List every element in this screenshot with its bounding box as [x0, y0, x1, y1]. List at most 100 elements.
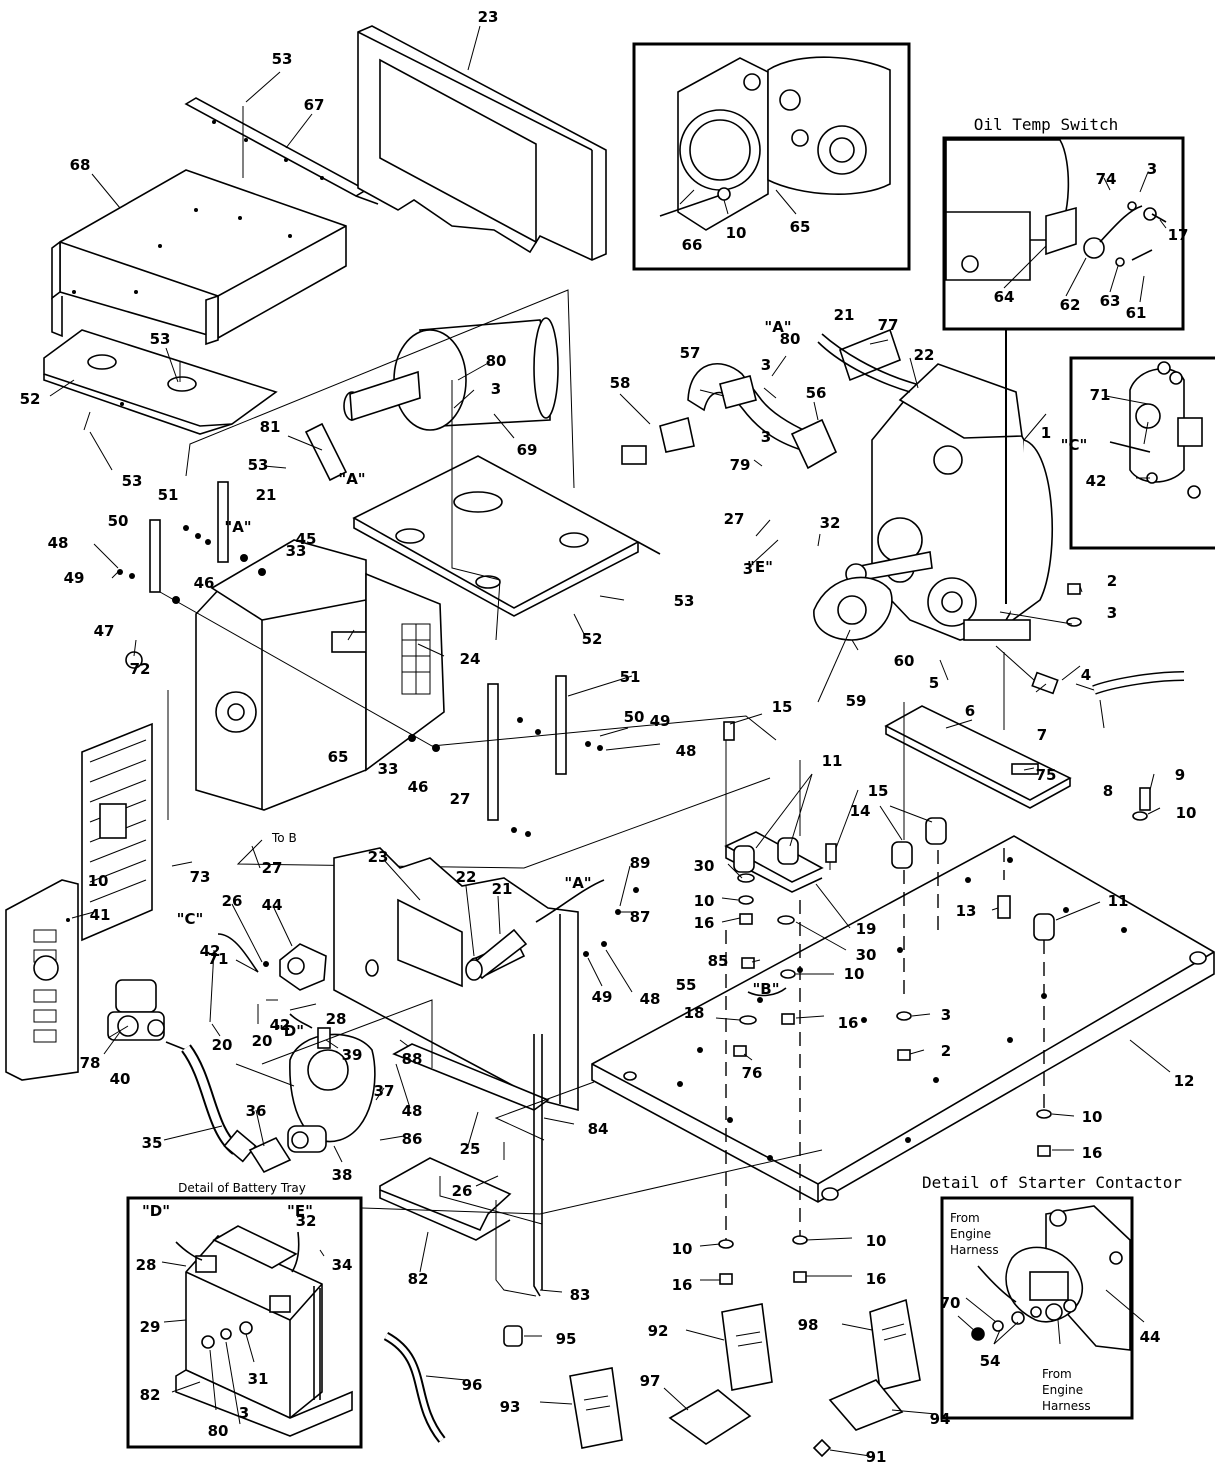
- callout-c6: 6: [965, 702, 975, 720]
- callout-c3a: 3: [491, 380, 501, 398]
- callout-c76: 76: [742, 1064, 763, 1082]
- ref-label-A3: "A": [224, 518, 251, 536]
- callout-c3h: 3: [239, 1404, 249, 1422]
- callout-c55: 55: [676, 976, 697, 994]
- callout-c49c: 49: [592, 988, 613, 1006]
- ref-label-toB: To B: [271, 831, 297, 845]
- alternator-assembly: [195, 539, 445, 811]
- fan-guard: [81, 722, 153, 942]
- callout-c67: 67: [304, 96, 325, 114]
- callout-c26a: 26: [222, 892, 243, 910]
- detail-box-starter-contactor: [940, 1196, 1134, 1420]
- from-engine-label-1b: Engine: [950, 1227, 991, 1241]
- callout-c8: 8: [1103, 782, 1113, 800]
- callout-c42c: 42: [270, 1016, 291, 1034]
- callout-c30b: 30: [856, 946, 877, 964]
- callout-c10h: 10: [866, 1232, 887, 1250]
- callout-c48d: 48: [402, 1102, 423, 1120]
- bracket-right-a: [555, 675, 567, 775]
- callout-c20b: 20: [252, 1032, 273, 1050]
- callout-c72: 72: [130, 660, 151, 678]
- callout-c35: 35: [142, 1134, 163, 1152]
- callout-c51a: 51: [158, 486, 179, 504]
- callout-c13: 13: [956, 902, 977, 920]
- callout-c53e: 53: [674, 592, 695, 610]
- callout-c7: 7: [1037, 726, 1047, 744]
- callout-c28a: 28: [326, 1010, 347, 1028]
- callout-c87: 87: [630, 908, 651, 926]
- callout-c37: 37: [374, 1082, 395, 1100]
- callout-c53c: 53: [122, 472, 143, 490]
- callout-c12: 12: [1174, 1072, 1195, 1090]
- hardware-column: [718, 583, 1151, 1285]
- callout-c2a: 2: [1107, 572, 1117, 590]
- callout-c46b: 46: [408, 778, 429, 796]
- callout-c74: 74: [1096, 170, 1117, 188]
- part-91: [812, 1438, 832, 1458]
- callout-c3b: 3: [761, 356, 771, 374]
- callout-c71b: 71: [208, 950, 229, 968]
- callout-c27c: 27: [724, 510, 745, 528]
- hardware-left: [117, 525, 603, 837]
- callout-c52a: 52: [20, 390, 41, 408]
- callout-c82a: 82: [408, 1270, 429, 1288]
- callout-c18: 18: [684, 1004, 705, 1022]
- fitting-95: [503, 1325, 523, 1347]
- callout-c42b: 42: [200, 942, 221, 960]
- callout-c26b: 26: [452, 1182, 473, 1200]
- callout-c71a: 71: [1090, 386, 1111, 404]
- callout-c5: 5: [929, 674, 939, 692]
- callout-c20a: 20: [212, 1036, 233, 1054]
- callout-c70: 70: [940, 1294, 961, 1312]
- callout-c52b: 52: [582, 630, 603, 648]
- callout-c58: 58: [610, 374, 631, 392]
- callout-c73: 73: [190, 868, 211, 886]
- callout-c82b: 82: [140, 1386, 161, 1404]
- callout-c14: 14: [850, 802, 871, 820]
- base-plate-left: [43, 329, 278, 435]
- callout-c17: 17: [1168, 226, 1189, 244]
- callout-c21a: 21: [256, 486, 277, 504]
- callout-c81: 81: [260, 418, 281, 436]
- callout-c45: 45: [296, 530, 317, 548]
- callout-c92: 92: [648, 1322, 669, 1340]
- fuel-solenoid-detail-drawing: [1109, 361, 1203, 499]
- detail-box-adapter: [632, 42, 911, 271]
- rear-panel-top: [357, 25, 607, 261]
- bracket-left-b: [217, 481, 229, 563]
- vibration-mounts: [733, 817, 1055, 941]
- callout-c57: 57: [680, 344, 701, 362]
- callout-c32a: 32: [820, 514, 841, 532]
- callout-c10e: 10: [844, 965, 865, 983]
- muffler-tray: [352, 455, 661, 617]
- parts-bag-94: [828, 1379, 904, 1431]
- callout-c50b: 50: [624, 708, 645, 726]
- ref-label-E2: "E": [287, 1202, 313, 1220]
- callout-c48a: 48: [48, 534, 69, 552]
- callout-c54: 54: [980, 1352, 1001, 1370]
- elbow-fitting: [248, 1136, 292, 1174]
- callout-c65b: 65: [790, 218, 811, 236]
- callout-c33a: 33: [286, 542, 307, 560]
- callout-c66: 66: [682, 236, 703, 254]
- callout-c31: 31: [248, 1370, 269, 1388]
- enclosure-top-cover: [51, 169, 347, 346]
- callout-c16a: 16: [694, 914, 715, 932]
- callout-c42a: 42: [1086, 472, 1107, 490]
- callout-c50a: 50: [108, 512, 129, 530]
- callout-c89: 89: [630, 854, 651, 872]
- exhaust-manifold: [621, 363, 838, 470]
- callout-c98: 98: [798, 1316, 819, 1334]
- battery-detail-drawing: [175, 1225, 353, 1437]
- callout-c95: 95: [556, 1330, 577, 1348]
- callout-c84: 84: [588, 1120, 609, 1138]
- callout-c10d: 10: [694, 892, 715, 910]
- ref-label-D1: "D": [276, 1022, 304, 1040]
- from-engine-label-2: From: [1042, 1367, 1072, 1381]
- callout-c28b: 28: [136, 1256, 157, 1274]
- callout-c47: 47: [94, 622, 115, 640]
- parts-bag-97: [668, 1389, 752, 1445]
- callout-c96: 96: [462, 1376, 483, 1394]
- callout-c97: 97: [640, 1372, 661, 1390]
